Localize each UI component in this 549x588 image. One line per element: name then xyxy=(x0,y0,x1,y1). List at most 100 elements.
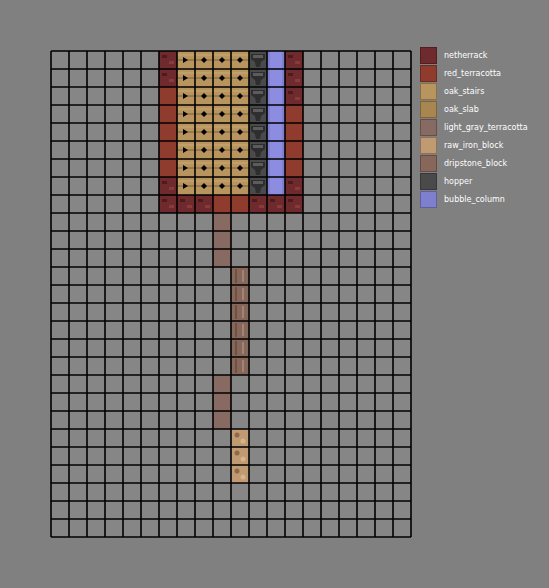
block-cell xyxy=(177,195,195,213)
block-fill xyxy=(213,249,231,267)
block-fill xyxy=(249,177,267,195)
block-cell xyxy=(231,141,249,159)
grid-line xyxy=(51,392,411,394)
grid-line xyxy=(392,51,394,537)
block-cell xyxy=(159,87,177,105)
block-fill xyxy=(159,123,177,141)
block-cell xyxy=(177,69,195,87)
block-cell xyxy=(195,69,213,87)
block-fill xyxy=(231,303,249,321)
legend-entry: bubble_column xyxy=(420,190,505,208)
block-fill xyxy=(231,195,249,213)
block-fill xyxy=(267,105,285,123)
grid-line xyxy=(51,122,411,124)
grid-line xyxy=(51,356,411,358)
block-fill xyxy=(159,195,177,213)
block-fill xyxy=(213,393,231,411)
block-cell xyxy=(285,195,303,213)
block-cell xyxy=(267,87,285,105)
block-fill xyxy=(285,141,303,159)
block-fill xyxy=(213,231,231,249)
block-fill xyxy=(249,141,267,159)
block-cell xyxy=(195,51,213,69)
block-fill xyxy=(177,87,195,105)
block-cell xyxy=(267,159,285,177)
grid-line xyxy=(51,158,411,160)
block-cell xyxy=(159,141,177,159)
block-fill xyxy=(195,87,213,105)
block-fill xyxy=(249,105,267,123)
block-fill xyxy=(177,159,195,177)
grid-line xyxy=(51,338,411,340)
block-cell xyxy=(177,159,195,177)
grid-line xyxy=(51,194,411,196)
block-cell xyxy=(195,177,213,195)
block-cell xyxy=(231,285,249,303)
block-fill xyxy=(267,69,285,87)
block-fill xyxy=(231,339,249,357)
grid-line xyxy=(51,104,411,106)
block-fill xyxy=(231,429,249,447)
block-fill xyxy=(177,105,195,123)
block-fill xyxy=(159,69,177,87)
block-cell xyxy=(213,105,231,123)
block-fill xyxy=(231,177,249,195)
block-cell xyxy=(285,159,303,177)
block-fill xyxy=(213,195,231,213)
block-fill xyxy=(249,69,267,87)
block-fill xyxy=(231,87,249,105)
grid-line xyxy=(51,482,411,484)
block-cell xyxy=(249,69,267,87)
block-cell xyxy=(213,195,231,213)
grid-line xyxy=(284,51,286,537)
grid-line xyxy=(320,51,322,537)
block-fill xyxy=(195,69,213,87)
block-fill xyxy=(177,123,195,141)
block-cell xyxy=(231,303,249,321)
block-fill xyxy=(159,105,177,123)
block-cell xyxy=(159,177,177,195)
block-cell xyxy=(231,357,249,375)
grid-line xyxy=(140,51,142,537)
grid-line xyxy=(68,51,70,537)
block-cell xyxy=(213,51,231,69)
grid-line xyxy=(194,51,196,537)
block-cell xyxy=(213,159,231,177)
legend-label: light_gray_terracotta xyxy=(444,123,528,132)
block-fill xyxy=(195,141,213,159)
block-fill xyxy=(285,177,303,195)
block-cell xyxy=(267,195,285,213)
block-fill xyxy=(231,447,249,465)
grid-line xyxy=(51,86,411,88)
grid-line xyxy=(51,536,411,538)
block-fill xyxy=(231,465,249,483)
block-fill xyxy=(231,159,249,177)
block-fill xyxy=(159,87,177,105)
block-fill xyxy=(285,159,303,177)
block-fill xyxy=(285,69,303,87)
block-fill xyxy=(213,87,231,105)
block-cell xyxy=(195,141,213,159)
block-cell xyxy=(285,51,303,69)
grid-line xyxy=(51,284,411,286)
legend-label: dripstone_block xyxy=(444,159,507,168)
grid-line xyxy=(51,446,411,448)
legend-swatch xyxy=(420,119,437,136)
block-cell xyxy=(159,159,177,177)
block-cell xyxy=(231,51,249,69)
block-cell xyxy=(285,105,303,123)
block-cell xyxy=(249,141,267,159)
block-fill xyxy=(159,177,177,195)
block-cell xyxy=(213,69,231,87)
block-cell xyxy=(213,177,231,195)
block-cell xyxy=(213,249,231,267)
block-cell xyxy=(159,69,177,87)
grid-line xyxy=(410,51,412,537)
grid-line xyxy=(51,374,411,376)
block-cell xyxy=(285,141,303,159)
block-fill xyxy=(195,195,213,213)
grid-line xyxy=(51,320,411,322)
legend-entry: oak_slab xyxy=(420,100,479,118)
legend-swatch xyxy=(420,47,437,64)
grid-line xyxy=(51,230,411,232)
